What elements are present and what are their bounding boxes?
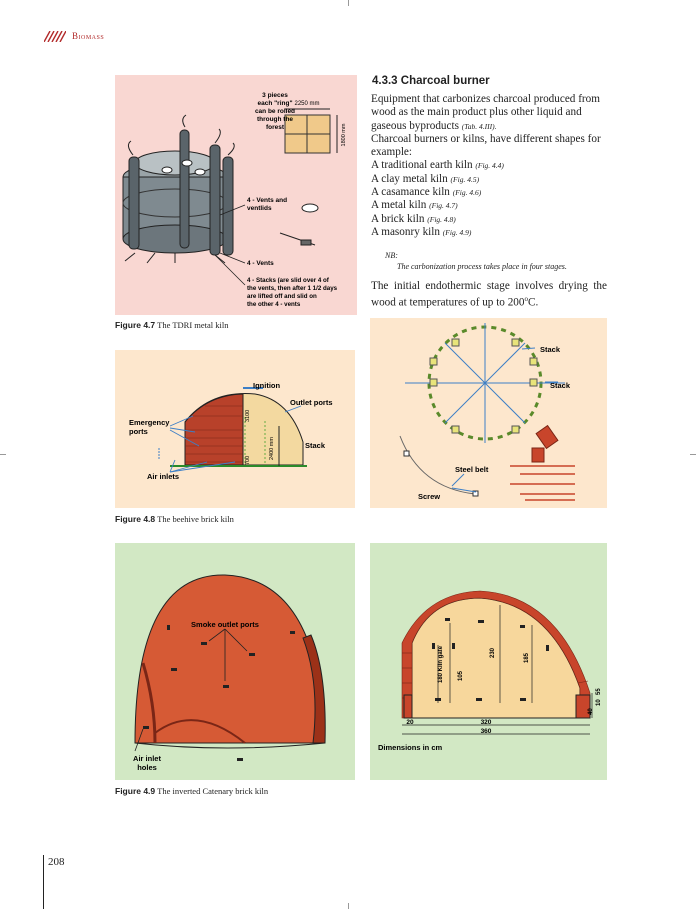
label-stacks-3: are lifted off and slid on [247, 293, 317, 300]
label-forest: forest [266, 124, 285, 131]
kiln-type-item: A metal kiln (Fig. 4.7) [371, 199, 458, 212]
caption-label: Figure 4.7 [115, 320, 156, 330]
biomass-logo-icon [44, 30, 66, 42]
caption-label: Figure 4.9 [115, 786, 156, 796]
label-kiln-gate: 180 Kiln gate [438, 645, 444, 683]
dim-320: 320 [481, 719, 492, 726]
label-units: Dimensions in cm [378, 743, 443, 752]
dim-55: 55 [596, 688, 602, 695]
caption-text: The inverted Catenary brick kiln [157, 786, 269, 796]
stack-layout-drawing: Stack Stack Steel belt Screw [399, 323, 575, 501]
running-title: Biomass [72, 31, 105, 41]
label-stack: Stack [305, 441, 326, 450]
kiln-dimensions-drawing: 180 Kiln gate 105 230 185 55 10 40 20 32… [378, 590, 602, 752]
caption-text: The TDRI metal kiln [157, 320, 229, 330]
dim-360: 360 [481, 728, 492, 735]
label-screw: Screw [418, 492, 440, 501]
dim-2400: 2400 mm [269, 437, 275, 460]
label-vents: 4 - Vents [247, 260, 274, 267]
caption-figure-4-8: Figure 4.8 The beehive brick kiln [115, 514, 234, 524]
label-vents-ventlids-1: 4 - Vents and [247, 197, 287, 204]
label-air-inlet-2: holes [137, 763, 157, 772]
figure-4-7: 3 pieces each "ring" can be rolled throu… [115, 75, 357, 315]
types-intro: Charcoal burners or kilns, have differen… [371, 132, 601, 159]
label-stacks-4: the other 4 - vents [247, 301, 301, 308]
caption-label: Figure 4.8 [115, 514, 156, 524]
dim-40: 40 [588, 708, 594, 715]
dim-185: 185 [524, 652, 530, 663]
dim-height: 1800 mm [341, 123, 347, 146]
label-air-inlet-1: Air inlet [133, 754, 161, 763]
label-pieces: 3 pieces [262, 92, 288, 99]
beehive-kiln-drawing: Ignition Outlet ports Emergency ports St… [129, 381, 333, 481]
label-rolled: can be rolled [255, 108, 295, 115]
section-body: Equipment that carbonizes charcoal produ… [371, 93, 607, 239]
kiln-type-item: A brick kiln (Fig. 4.8) [371, 212, 456, 225]
nb-note: NB: The carbonization process takes plac… [385, 250, 567, 272]
kiln-type-item: A masonry kiln (Fig. 4.9) [371, 225, 472, 238]
tdri-metal-kiln-drawing: 3 pieces each "ring" can be rolled throu… [122, 92, 347, 308]
dim-700: 700 [245, 456, 251, 465]
label-stack-top: Stack [540, 345, 561, 354]
label-steel-belt: Steel belt [455, 465, 489, 474]
label-ignition: Ignition [253, 381, 280, 390]
label-smoke-outlet: Smoke outlet ports [191, 620, 259, 629]
margin-rule [43, 855, 44, 909]
caption-figure-4-7: Figure 4.7 The TDRI metal kiln [115, 320, 229, 330]
section-title: 4.3.3 Charcoal burner [372, 75, 490, 87]
figure-stack-layout: Stack Stack Steel belt Screw [370, 318, 607, 508]
figure-4-9: Smoke outlet ports Air inlet holes [115, 543, 355, 780]
running-header: Biomass [44, 29, 104, 43]
dim-105: 105 [458, 670, 464, 681]
page-number: 208 [48, 856, 65, 868]
label-ring: each "ring" [257, 100, 292, 107]
figure-4-8: Ignition Outlet ports Emergency ports St… [115, 350, 355, 508]
catenary-kiln-drawing: Smoke outlet ports Air inlet holes [133, 574, 326, 772]
label-emergency-1: Emergency [129, 418, 170, 427]
kiln-type-item: A traditional earth kiln (Fig. 4.4) [371, 159, 504, 172]
label-stack-right: Stack [550, 381, 571, 390]
drying-paragraph: The initial endothermic stage involves d… [371, 280, 607, 310]
label-stacks-1: 4 - Stacks (are slid over 4 of [247, 277, 330, 284]
dim-3100: 3100 [245, 410, 251, 422]
caption-text: The beehive brick kiln [157, 514, 234, 524]
kiln-type-item: A casamance kiln (Fig. 4.6) [371, 186, 482, 199]
label-vents-ventlids-2: ventlids [247, 205, 272, 212]
nb-label: NB: [385, 251, 398, 260]
label-outlet-ports: Outlet ports [290, 398, 333, 407]
label-through: through the [257, 116, 293, 123]
caption-figure-4-9: Figure 4.9 The inverted Catenary brick k… [115, 786, 268, 796]
figure-kiln-dimensions: 180 Kiln gate 105 230 185 55 10 40 20 32… [370, 543, 607, 780]
dim-20: 20 [406, 719, 414, 726]
label-air-inlets: Air inlets [147, 472, 179, 481]
intro-ref: (Tab. 4.III). [461, 121, 497, 131]
nb-text: The carbonization process takes place in… [397, 262, 567, 271]
label-emergency-2: ports [129, 427, 148, 436]
dim-10: 10 [596, 699, 602, 706]
intro-text: Equipment that carbonizes charcoal produ… [371, 93, 600, 132]
dim-230: 230 [490, 647, 496, 658]
dim-width: 2250 mm [294, 101, 319, 107]
label-stacks-2: the vents, then after 1 1/2 days [247, 285, 338, 292]
kiln-type-item: A clay metal kiln (Fig. 4.5) [371, 172, 480, 185]
